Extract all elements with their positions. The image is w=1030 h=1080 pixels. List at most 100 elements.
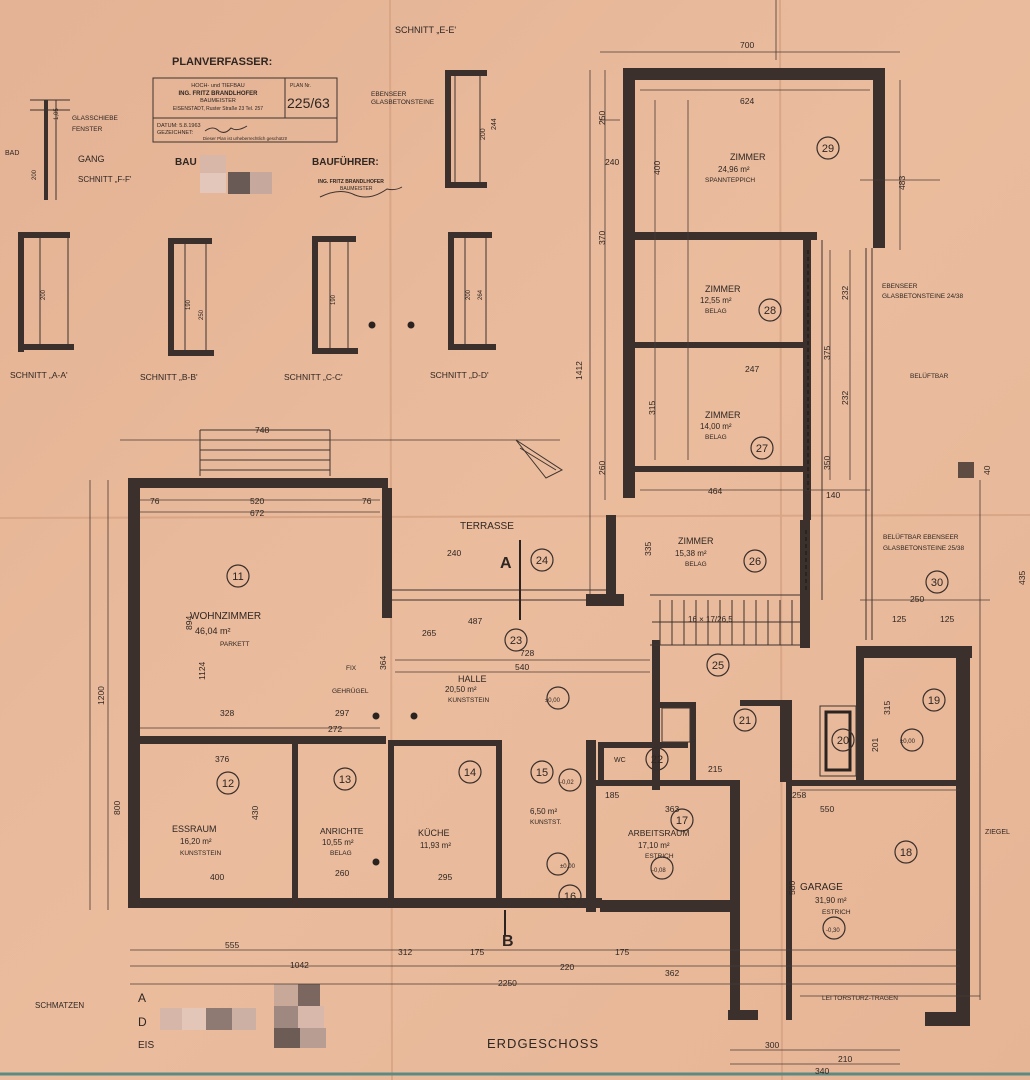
room-number: 25 [712, 660, 724, 672]
room-number-circle [922, 688, 946, 712]
room-number-circle [670, 808, 694, 832]
firm-line-3: BAUMEISTER [200, 98, 236, 104]
room-number-circle [216, 771, 240, 795]
room-29-area: 24,96 m² [718, 165, 750, 174]
dim-label: 370 [597, 231, 607, 245]
glasbeton-label-right-2: GLASBETONSTEINE 25/38 [883, 545, 965, 552]
axis-a-marker: A [500, 555, 512, 572]
room-number: 30 [931, 577, 943, 589]
room-number-circle [894, 840, 918, 864]
drawn-by-label: GEZEICHNET: [157, 130, 194, 136]
stair-spec: 16 × 17/26,5 [688, 615, 733, 624]
dim-label: 435 [1017, 571, 1027, 585]
svg-text:200: 200 [41, 289, 47, 300]
room-number-circle [504, 628, 528, 652]
dim-label: 2250 [498, 978, 517, 988]
signature [204, 125, 248, 133]
room-number-circle [750, 436, 774, 460]
room-13-floor: BELAG [330, 850, 352, 857]
room-number: 13 [339, 774, 351, 786]
dim-label: 335 [643, 542, 653, 556]
misc-labels: ERDGESCHOSS 16 × 17/26,5 GEHRÜGEL FIX WC… [35, 283, 1010, 1051]
room-number-circle [645, 747, 669, 771]
gehruegel-label: GEHRÜGEL [332, 687, 369, 695]
room-number: 29 [822, 143, 834, 155]
room-17-area: 17,10 m² [638, 841, 670, 850]
plan-number-label: PLAN Nr. [290, 83, 311, 89]
dim-label: 250 [597, 111, 607, 125]
room-number-circle [530, 548, 554, 572]
dim-label: 260 [597, 461, 607, 475]
room-number-circle [333, 767, 357, 791]
room-28-name: ZIMMER [705, 284, 741, 294]
level-marker: -0,02 [560, 780, 574, 786]
room-number-circle [530, 760, 554, 784]
dim-label: 315 [647, 401, 657, 415]
dim-label: 550 [820, 804, 834, 814]
room-number-circle [706, 653, 730, 677]
room-number-circle [558, 884, 582, 908]
glasbeton-label-top: GLASBETONSTEINE [371, 99, 435, 106]
svg-text:264: 264 [478, 289, 484, 300]
room-11-floor: PARKETT [220, 641, 250, 648]
fold-line-vertical [779, 0, 783, 1080]
title-block: PLANVERFASSER: HOCH- und TIEFBAU ING. FR… [152, 56, 403, 198]
room-number-circle [831, 728, 855, 752]
dim-label: 76 [362, 496, 372, 506]
room-29-floor: SPANNTEPPICH [705, 177, 755, 184]
room-14-area: 11,93 m² [420, 841, 451, 850]
dim-label: 520 [250, 496, 264, 506]
room-number: 24 [536, 555, 548, 567]
section-a-label: SCHNITT „A-A' [10, 370, 68, 380]
dim-label: 555 [225, 940, 239, 950]
firm-line-2: ING. FRITZ BRANDLHOFER [179, 91, 259, 97]
bauherr-label: BAU [175, 157, 197, 168]
room-labels: ZIMMER 24,96 m² SPANNTEPPICH ZIMMER 12,5… [172, 152, 851, 916]
level-marker: ±0,00 [900, 739, 916, 745]
room-26-name: ZIMMER [678, 536, 714, 546]
section-f: 1,05 200 [30, 99, 70, 200]
room-15-area: 6,50 m² [530, 807, 557, 816]
dim-label: 1042 [290, 960, 309, 970]
room-27-area: 14,00 m² [700, 422, 732, 431]
room-number: 14 [464, 767, 476, 779]
dim-label: 297 [335, 708, 349, 718]
dim-label: 258 [792, 790, 806, 800]
svg-text:190: 190 [186, 299, 192, 310]
level-marker: ±0,00 [545, 698, 561, 704]
dim-label: 1200 [96, 686, 106, 705]
dim-label: 362 [665, 968, 679, 978]
dim-label: 272 [328, 724, 342, 734]
room-23-area: 20,50 m² [445, 685, 477, 694]
dim-label: 250 [910, 594, 924, 604]
staircase [652, 600, 800, 645]
entrance-steps [120, 429, 560, 476]
room-29-name: ZIMMER [730, 152, 766, 162]
svg-text:D: D [138, 1015, 147, 1029]
glasschiebe-label: GLASSCHIEBE [72, 115, 119, 122]
floor-name: ERDGESCHOSS [487, 1036, 599, 1051]
terrace-name: TERRASSE [460, 521, 514, 532]
svg-text:190: 190 [331, 294, 337, 305]
dim-label: 40 [982, 465, 992, 475]
room-11-name: WOHNZIMMER [190, 611, 261, 622]
level-marker: -0,08 [652, 868, 666, 874]
room-18-floor: ESTRICH [822, 909, 851, 916]
room-23-name: HALLE [458, 674, 487, 684]
dim-label: 295 [438, 872, 452, 882]
dim-label: 210 [838, 1054, 852, 1064]
firm-line-1: HOCH- und TIEFBAU [191, 83, 244, 89]
baufuehrer-signature [319, 186, 403, 198]
dim-label: 201 [870, 738, 880, 752]
svg-text:244: 244 [491, 118, 498, 130]
section-c: 190 [312, 236, 358, 354]
dim-label: 76 [150, 496, 160, 506]
room-number: 21 [739, 715, 751, 727]
room-number-circle [816, 136, 840, 160]
torsturz-label: LEI TORSTURZ-TRAGEN [822, 995, 898, 1002]
dim-label: 140 [826, 490, 840, 500]
dim-label: 1412 [574, 361, 584, 380]
svg-text:EIS: EIS [138, 1040, 154, 1051]
svg-text:200: 200 [480, 128, 487, 140]
